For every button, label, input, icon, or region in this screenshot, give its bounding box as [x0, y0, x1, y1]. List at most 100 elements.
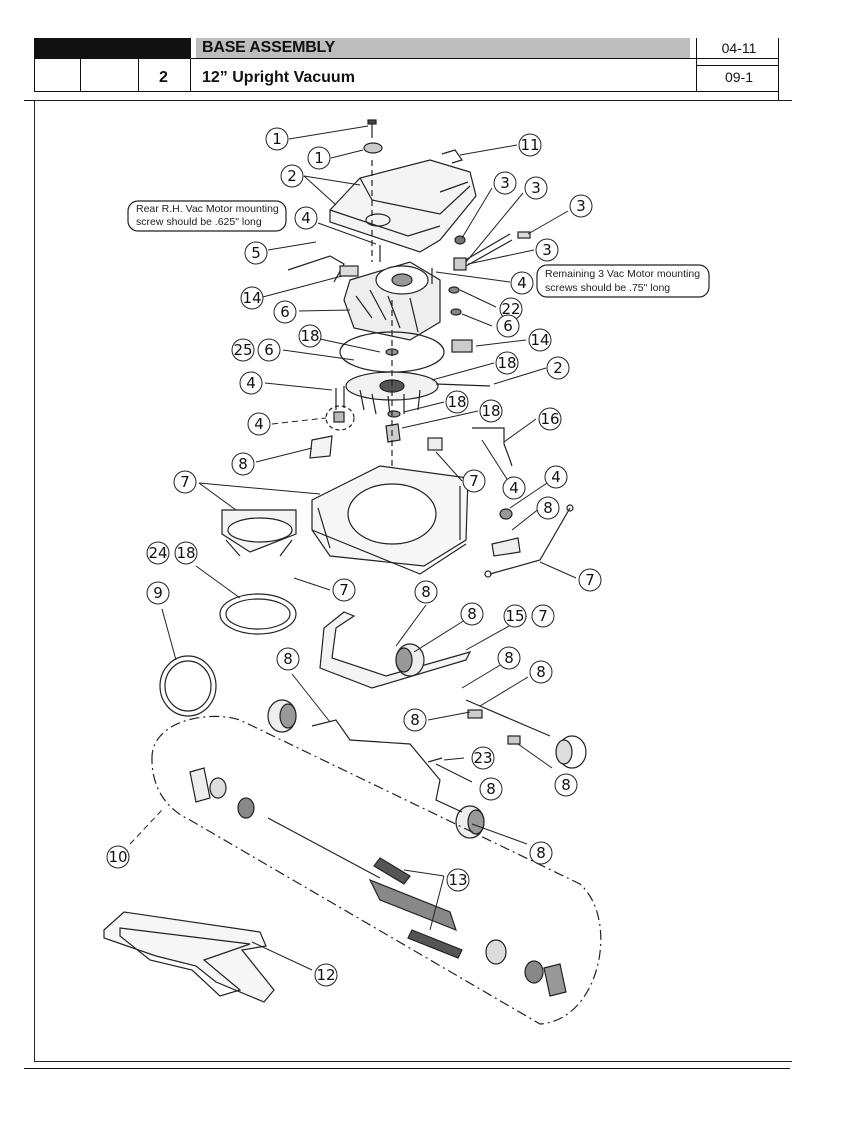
page-subtitle: 12” Upright Vacuum: [202, 69, 355, 86]
callout-number: 11: [520, 136, 539, 154]
clip-part: [499, 508, 513, 520]
header-title-bar: [196, 38, 690, 58]
axle-clip-part: [467, 709, 483, 719]
wheel-part: [395, 643, 425, 677]
callout-circle: [244, 241, 268, 265]
screw-part: [363, 119, 383, 154]
spring-part: [427, 757, 443, 763]
callout-number: 14: [242, 289, 261, 307]
callout-number: 8: [238, 455, 248, 473]
callout-circle: [106, 845, 130, 869]
callout-circle: [531, 604, 555, 628]
callout-number: 18: [497, 354, 516, 372]
nut-part: [385, 423, 401, 443]
diagram-frame: [34, 100, 792, 1062]
callout-number: 7: [585, 571, 595, 589]
wire-harness-part: [287, 255, 345, 283]
callout-number: 18: [176, 544, 195, 562]
callout-circle: [276, 647, 300, 671]
callout-number: 4: [509, 479, 519, 497]
callout-circle: [314, 963, 338, 987]
terminal-part: [517, 231, 531, 239]
callout-number: 14: [530, 331, 549, 349]
callout-circle: [294, 206, 318, 230]
callout-circle: [497, 646, 521, 670]
callout-number: 12: [316, 966, 335, 984]
callout-number: 8: [410, 711, 420, 729]
callout-number: 8: [536, 844, 546, 862]
callout-circle: [528, 328, 552, 352]
callout-number: 3: [542, 241, 552, 259]
callout-circle: [298, 324, 322, 348]
header-rule: [138, 58, 139, 92]
callout-circle: [240, 286, 264, 310]
note-remaining-line1: Remaining 3 Vac Motor mounting: [545, 268, 700, 280]
callout-circle: [529, 841, 553, 865]
callout-circle: [265, 127, 289, 151]
leader-lines: [129, 125, 577, 971]
switch-part: [453, 257, 467, 271]
note-rear-motor: Rear R.H. Vac Motor mounting screw shoul…: [127, 200, 287, 232]
nut-part: [454, 235, 466, 245]
callout-number: 8: [543, 499, 553, 517]
callout-number: 23: [473, 749, 492, 767]
header-rule: [80, 58, 81, 92]
callout-circle: [231, 338, 255, 362]
callout-number: 5: [251, 244, 261, 262]
callout-number: 15: [505, 607, 524, 625]
header-right-rule: [778, 38, 779, 100]
callout-number: 8: [504, 649, 514, 667]
callout-circle: [546, 356, 570, 380]
label-part: [309, 435, 333, 459]
callout-circle: [174, 541, 198, 565]
callout-number: 7: [339, 581, 349, 599]
callout-number: 24: [148, 544, 167, 562]
ground-wire-part: [435, 383, 491, 387]
callout-circle: [332, 578, 356, 602]
callout-circle: [518, 133, 542, 157]
callout-number: 22: [501, 300, 520, 318]
wheel-part: [455, 805, 485, 839]
axle-clip-part: [507, 735, 521, 745]
callout-circle: [239, 371, 263, 395]
filter-part: [451, 339, 473, 353]
callout-circle: [524, 176, 548, 200]
callout-number: 4: [254, 415, 264, 433]
header-rule: [696, 65, 779, 66]
callout-circle: [538, 407, 562, 431]
callout-number: 18: [300, 327, 319, 345]
note-rear-line2: screw should be .625" long: [136, 216, 262, 228]
callout-circle: [231, 452, 255, 476]
callout-number: 4: [551, 468, 561, 486]
page-number-top: 04-11: [721, 40, 757, 56]
wire-part: [461, 233, 513, 267]
callout-number: 25: [233, 341, 252, 359]
ground-wire-part: [489, 507, 571, 575]
callout-circle: [446, 868, 470, 892]
page-number-bottom: 09-1: [724, 69, 754, 85]
bumper-part: [319, 611, 472, 689]
callout-number: 1: [314, 149, 324, 167]
callout-number: 8: [486, 780, 496, 798]
callout-circle: [273, 300, 297, 324]
brush-roll-part: [189, 767, 567, 997]
callout-circle: [554, 773, 578, 797]
document-header: BASE ASSEMBLY 2 12” Upright Vacuum 04-11…: [34, 38, 779, 92]
header-black-bar: [34, 38, 190, 58]
callout-number: 4: [301, 209, 311, 227]
header-rule: [34, 58, 779, 59]
callout-number: 16: [540, 410, 559, 428]
belt-part: [225, 598, 291, 630]
callout-circle: [479, 399, 503, 423]
callout-circle: [146, 541, 170, 565]
callout-number: 18: [447, 393, 466, 411]
note-rear-line1: Rear R.H. Vac Motor mounting: [136, 203, 279, 215]
callout-circle: [414, 580, 438, 604]
callout-circle: [257, 338, 281, 362]
callout-number: 7: [538, 607, 548, 625]
callout-circle: [247, 412, 271, 436]
callout-circle: [462, 469, 486, 493]
callout-circle: [307, 146, 331, 170]
